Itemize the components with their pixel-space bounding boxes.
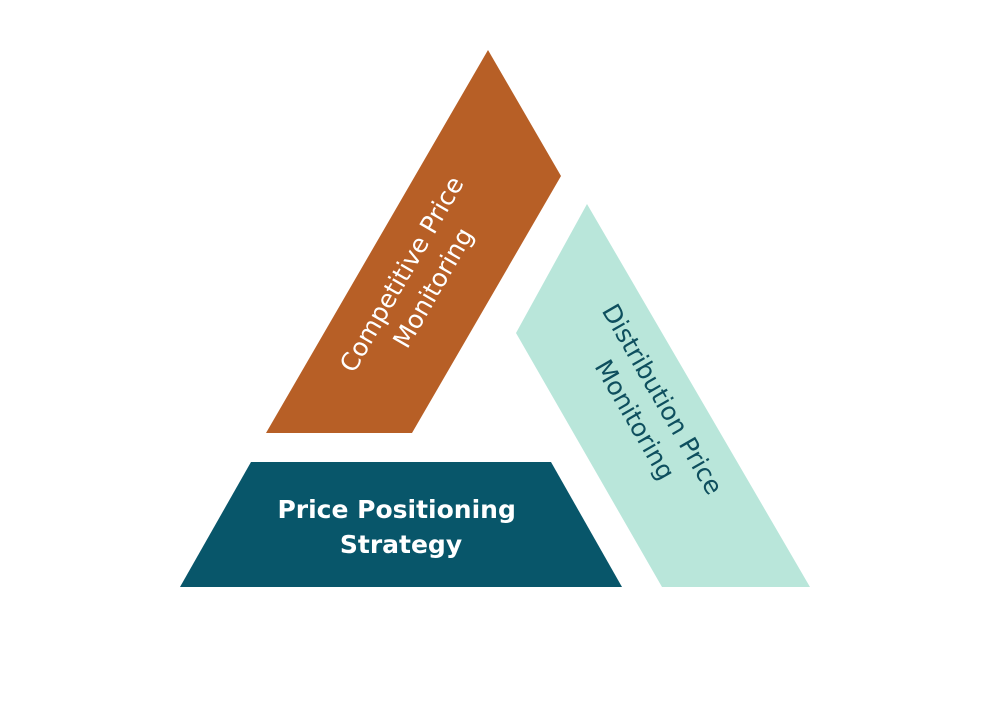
price-positioning-strategy-line1: Price Positioning bbox=[277, 495, 515, 524]
price-positioning-strategy-label: Price Positioning Strategy bbox=[277, 495, 524, 559]
distribution-price-monitoring-shape bbox=[516, 204, 810, 587]
price-positioning-strategy-line2: Strategy bbox=[340, 530, 462, 559]
competitive-price-monitoring-shape bbox=[266, 50, 561, 433]
competitive-price-monitoring-segment: Competitive Price Monitoring bbox=[266, 50, 561, 433]
price-positioning-strategy-shape bbox=[180, 462, 622, 587]
price-positioning-strategy-segment: Price Positioning Strategy bbox=[180, 462, 622, 587]
